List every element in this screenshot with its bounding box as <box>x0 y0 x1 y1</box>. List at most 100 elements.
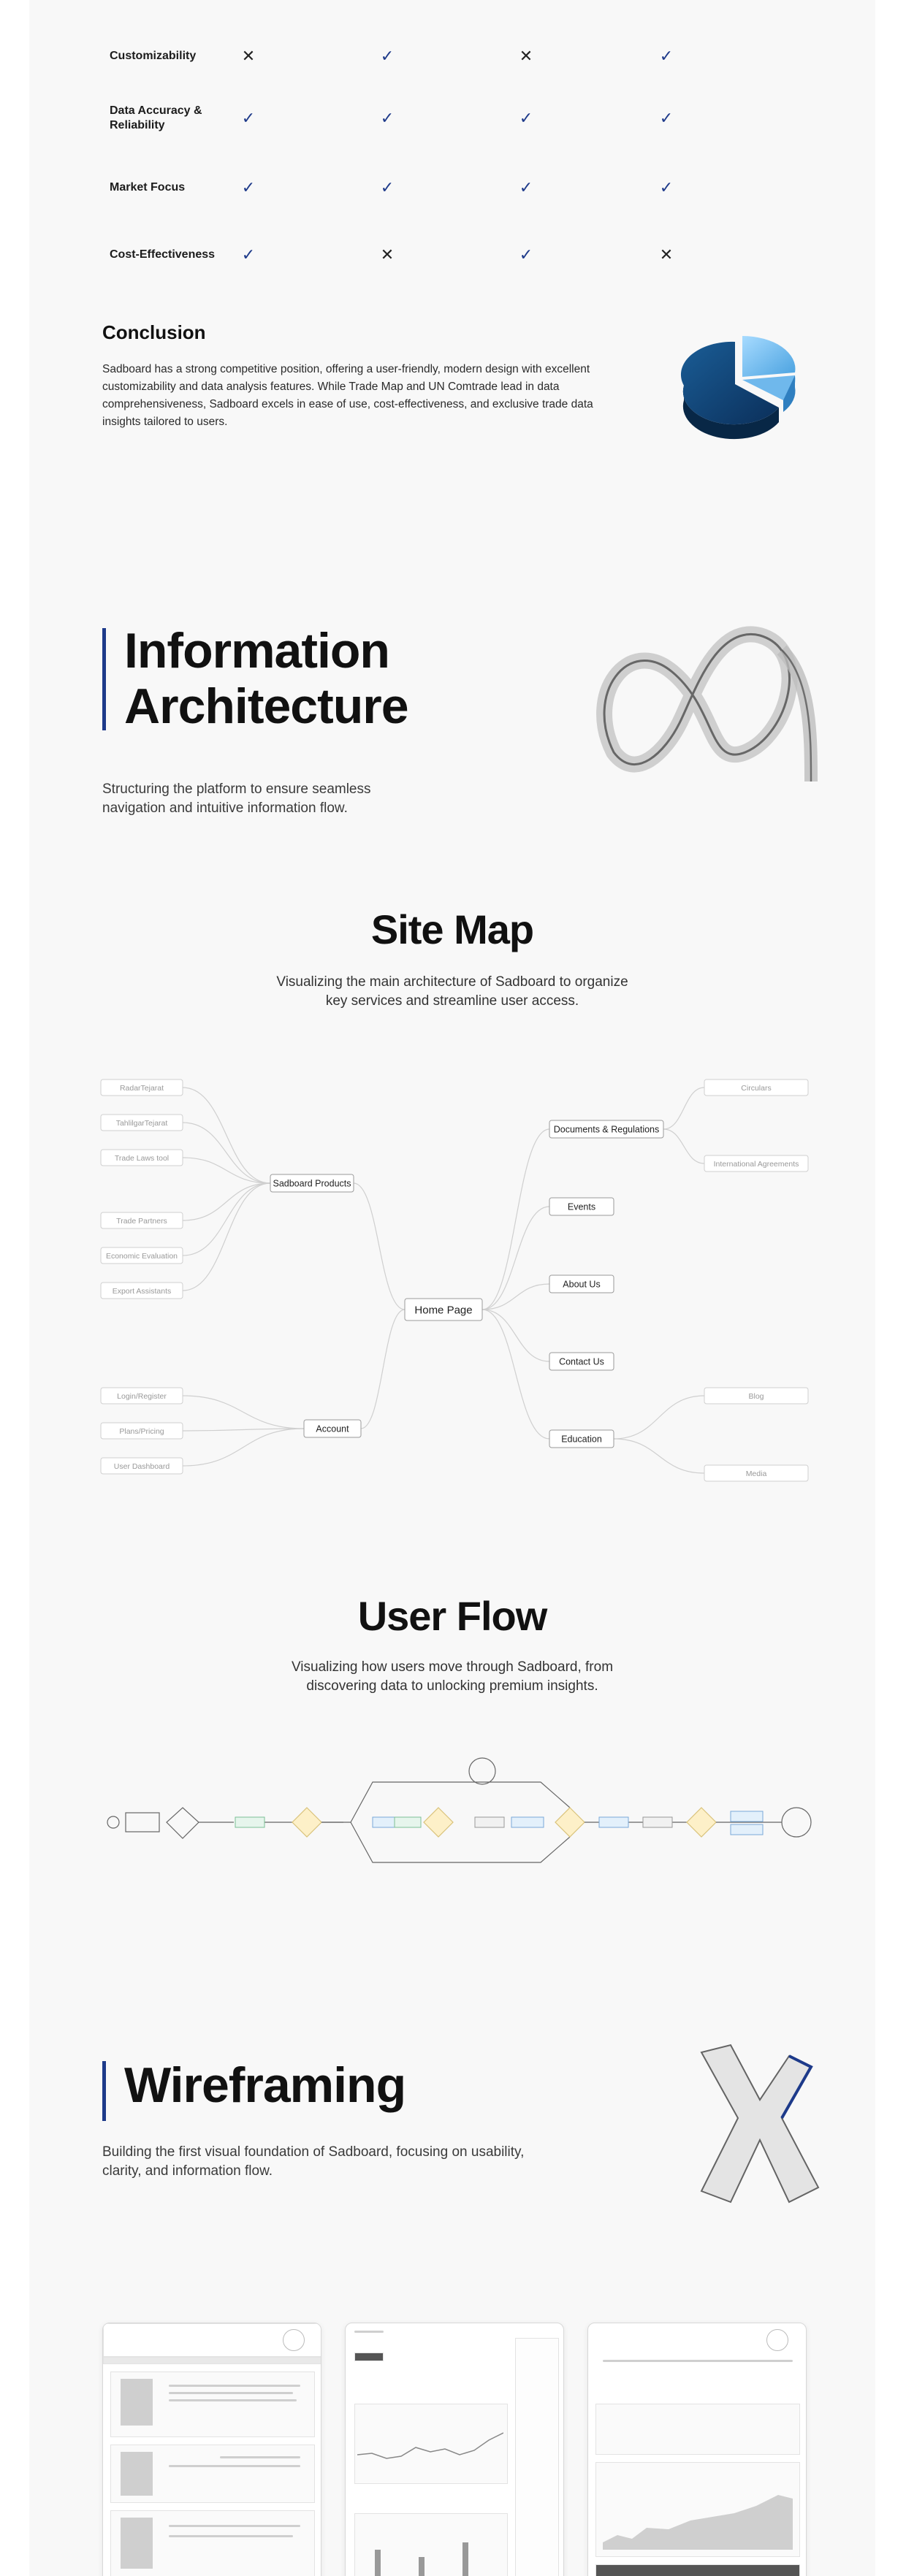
check-icon: ✓ <box>659 109 674 127</box>
comparison-row: Customizability ✕ ✓ ✕ ✓ <box>110 40 782 84</box>
site-map-leaf: Login/Register <box>100 1387 183 1404</box>
site-map-connector <box>182 1182 271 1221</box>
comparison-row-label: Cost-Effectiveness <box>110 248 216 261</box>
check-icon: ✓ <box>241 245 256 264</box>
site-map-leaf-label: Circulars <box>741 1084 771 1093</box>
site-map-node: Account <box>303 1419 362 1438</box>
site-map-connector <box>182 1428 305 1467</box>
user-flow-title: User Flow <box>357 1593 548 1639</box>
site-map-leaf-label: Plans/Pricing <box>119 1427 164 1436</box>
site-map-connector <box>182 1182 271 1256</box>
site-map-connector <box>182 1157 271 1184</box>
site-map-leaf: Circulars <box>704 1079 809 1096</box>
check-icon: ✓ <box>380 109 395 127</box>
cross-icon: ✕ <box>380 245 395 264</box>
site-map-leaf: Media <box>704 1464 809 1482</box>
site-map-node: About Us <box>549 1274 614 1293</box>
site-map-leaf-label: Trade Partners <box>116 1217 167 1226</box>
site-map-leaf: TahlilgarTejarat <box>100 1114 183 1131</box>
wireframe-card-2 <box>345 2323 564 2576</box>
site-map-node-label: Education <box>561 1434 602 1445</box>
site-map-leaf-label: TahlilgarTejarat <box>116 1119 168 1128</box>
comparison-row: Data Accuracy & Reliability ✓ ✓ ✓ ✓ <box>110 102 782 146</box>
site-map-leaf-label: Export Assistants <box>113 1287 172 1296</box>
check-icon: ✓ <box>241 178 256 196</box>
site-map-leaf-label: Blog <box>748 1392 764 1401</box>
site-map-node: Events <box>549 1197 614 1216</box>
conclusion-title: Conclusion <box>102 321 206 343</box>
site-map-connector <box>182 1122 271 1184</box>
pie-chart-3d-illustration <box>680 335 796 440</box>
site-map-connector <box>481 1283 550 1310</box>
check-icon: ✓ <box>519 245 533 264</box>
cross-icon: ✕ <box>659 245 674 264</box>
site-map-leaf: Blog <box>704 1387 809 1404</box>
site-map-leaf: Export Assistants <box>100 1282 183 1299</box>
site-map-subtitle: Visualizing the main architecture of Sad… <box>276 974 628 1009</box>
site-map-node: Documents & Regulations <box>549 1120 664 1139</box>
case-study-page: Customizability✕✓✕✓Data Accuracy & Relia… <box>29 0 875 2576</box>
site-map-leaf-label: Media <box>746 1469 767 1478</box>
site-map-leaf-label: International Agreements <box>714 1160 799 1169</box>
site-map-leaf-label: Trade Laws tool <box>115 1154 169 1163</box>
site-map-connector <box>182 1395 305 1429</box>
comparison-row-label: Data Accuracy & Reliability <box>110 104 202 131</box>
site-map-leaf: Economic Evaluation <box>100 1247 183 1264</box>
site-map-connector <box>481 1128 550 1310</box>
check-icon: ✓ <box>519 109 533 127</box>
wireframe-card-1 <box>102 2323 321 2576</box>
site-map-leaf: User Dashboard <box>100 1457 183 1475</box>
info-arch-subtitle: Structuring the platform to ensure seaml… <box>102 781 371 816</box>
cross-icon: ✕ <box>519 47 533 65</box>
site-map-node-label: Documents & Regulations <box>554 1125 660 1135</box>
check-icon: ✓ <box>380 47 395 65</box>
section-accent-bar <box>102 2061 106 2121</box>
site-map-leaf: Trade Laws tool <box>100 1149 183 1166</box>
check-icon: ✓ <box>241 109 256 127</box>
site-map-leaf: Trade Partners <box>100 1212 183 1229</box>
site-map-connector <box>613 1438 705 1474</box>
site-map-connector <box>481 1309 550 1440</box>
check-icon: ✓ <box>519 178 533 196</box>
check-icon: ✓ <box>380 178 395 196</box>
site-map-node-label: Events <box>568 1202 595 1212</box>
site-map-node-label: Contact Us <box>559 1357 604 1367</box>
wireframing-title: Wireframing <box>124 2057 406 2113</box>
wireframe-card-3 <box>587 2323 807 2576</box>
site-map-leaf-label: Login/Register <box>117 1392 167 1401</box>
site-map-node-label: About Us <box>563 1280 600 1290</box>
site-map-connector <box>663 1087 705 1130</box>
info-arch-title-1: Information <box>124 623 390 679</box>
site-map-title: Site Map <box>370 906 534 952</box>
comparison-row: Cost-Effectiveness ✓ ✕ ✓ ✕ <box>110 239 782 283</box>
comparison-row-label: Customizability <box>110 50 197 62</box>
user-flow-diagram <box>107 1757 812 1863</box>
site-map-connector <box>182 1182 271 1291</box>
site-map-connector <box>481 1206 550 1310</box>
site-map-leaf-label: Economic Evaluation <box>106 1252 178 1261</box>
glass-ribbon-illustration <box>596 626 818 782</box>
site-map-root-label: Home Page <box>414 1304 472 1316</box>
site-map-leaf: RadarTejarat <box>100 1079 183 1096</box>
comparison-row: Market Focus ✓ ✓ ✓ ✓ <box>110 172 782 215</box>
glass-x-illustration <box>700 2044 820 2204</box>
site-map-node: Sadboard Products <box>270 1174 354 1193</box>
site-map-root: Home Page <box>404 1298 483 1321</box>
user-flow-subtitle: Visualizing how users move through Sadbo… <box>291 1659 614 1694</box>
site-map-connector <box>613 1395 705 1440</box>
site-map-leaf: Plans/Pricing <box>100 1422 183 1440</box>
cross-icon: ✕ <box>241 47 256 65</box>
site-map-node-label: Account <box>316 1424 349 1434</box>
conclusion-text: Sadboard has a strong competitive positi… <box>102 363 593 428</box>
site-map-node: Contact Us <box>549 1352 614 1371</box>
site-map-node: Education <box>549 1429 614 1448</box>
section-accent-bar <box>102 628 106 730</box>
site-map-leaf-label: User Dashboard <box>114 1462 170 1471</box>
site-map-connector <box>353 1182 406 1310</box>
site-map-connector <box>360 1309 406 1429</box>
check-icon: ✓ <box>659 47 674 65</box>
check-icon: ✓ <box>659 178 674 196</box>
comparison-row-label: Market Focus <box>110 181 186 194</box>
site-map-connector <box>481 1309 550 1362</box>
